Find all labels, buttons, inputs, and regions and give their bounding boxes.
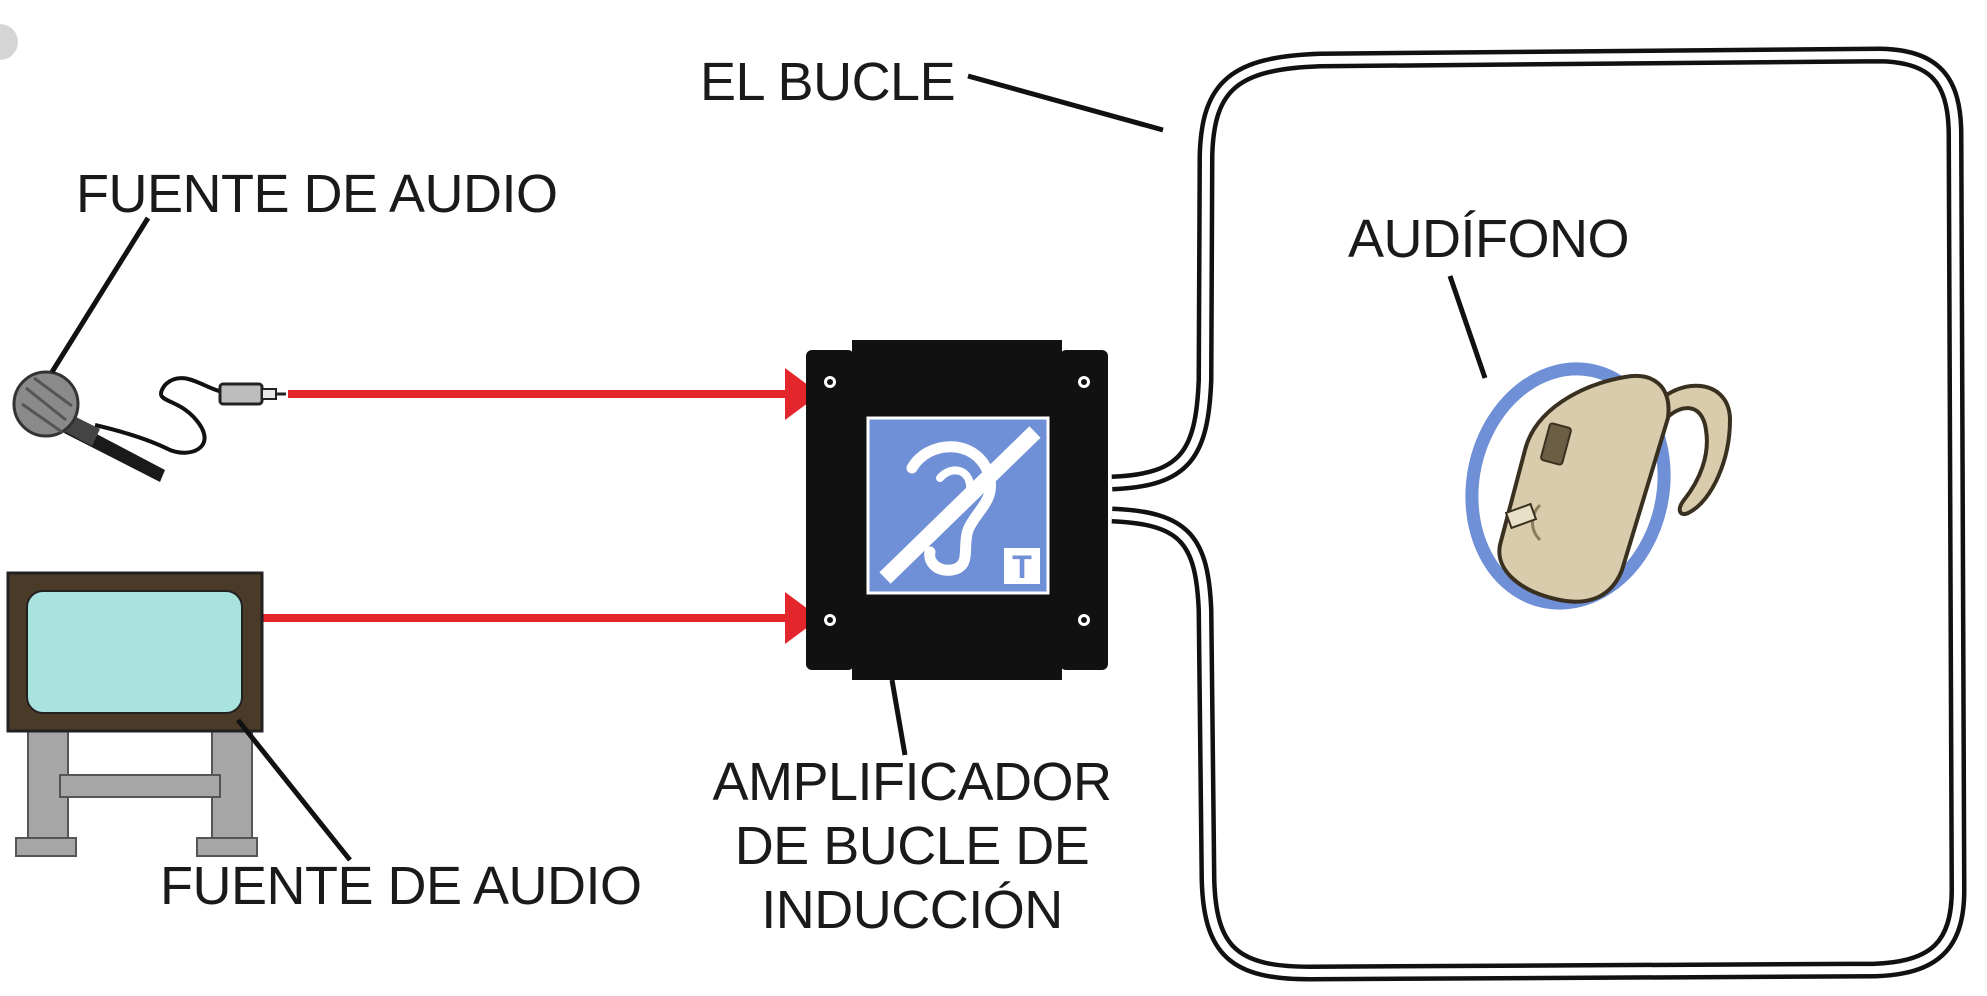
label-loop: EL BUCLE (700, 52, 955, 112)
leader-amplifier (889, 679, 908, 756)
leader-audio-source-bottom (236, 718, 352, 862)
label-amplifier-line3: INDUCCIÓN (761, 880, 1063, 940)
signal-arrow-bottom (262, 592, 820, 644)
label-amplifier-line2: DE BUCLE DE (735, 816, 1090, 876)
leader-audio-source-top (49, 216, 151, 374)
corner-dot-icon (0, 24, 18, 60)
signal-arrow-top (288, 368, 820, 420)
hearing-aid-icon (1465, 362, 1733, 610)
label-audio-source-bottom: FUENTE DE AUDIO (160, 856, 642, 916)
label-hearing-aid: AUDÍFONO (1348, 209, 1629, 269)
telecoil-t-letter: T (1012, 549, 1032, 585)
leader-hearing-aid (1447, 275, 1488, 379)
hearing-loop-ear-icon (866, 416, 1050, 595)
microphone-icon (12, 370, 286, 482)
television-icon (6, 571, 264, 857)
label-amplifier-line1: AMPLIFICADOR (712, 752, 1111, 812)
label-audio-source-top: FUENTE DE AUDIO (76, 164, 558, 224)
loop-wire (1111, 46, 1967, 982)
leader-loop (967, 73, 1164, 133)
